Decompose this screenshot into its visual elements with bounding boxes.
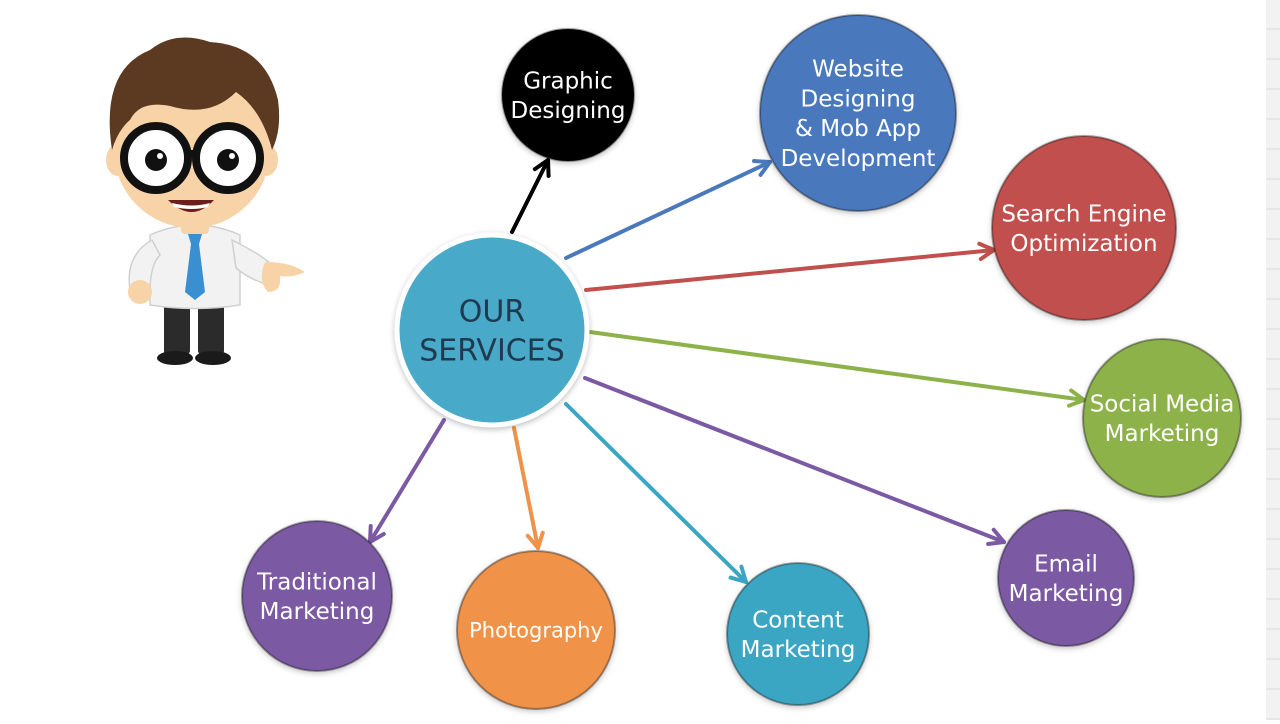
service-label-search-engine-optimization-line-2: Optimization [1010, 231, 1157, 257]
service-label-traditional-marketing-line-2: Marketing [260, 599, 375, 625]
service-circle-social-media-marketing [1082, 338, 1242, 498]
character-tie [185, 234, 205, 300]
service-label-traditional-marketing-line-1: Traditional [256, 569, 377, 595]
arrow-to-photography [512, 426, 540, 550]
right-edge-strip [1266, 0, 1280, 720]
arrow-to-email-marketing [583, 376, 1006, 544]
service-circle-search-engine-optimization [991, 135, 1177, 321]
service-label-social-media-marketing-line-1: Social Media [1090, 391, 1235, 417]
service-label-email-marketing-line-1: Email [1034, 551, 1098, 577]
hub-label-line-2: SERVICES [419, 333, 565, 368]
arrow-to-content-marketing [564, 402, 748, 584]
hub-circle [394, 232, 590, 428]
arrow-to-traditional-marketing [368, 418, 446, 544]
service-label-website-designing-line-4: Development [781, 146, 936, 172]
character-shoes [157, 351, 193, 365]
arrowhead-email-marketing [986, 527, 1006, 547]
glasses-icon [120, 122, 264, 194]
service-circle-photography [456, 550, 616, 710]
arrowhead-website-designing [752, 159, 772, 177]
hub-label-line-1: OUR [459, 294, 525, 329]
service-label-website-designing-line-2: Designing [801, 86, 916, 112]
arrow-to-social-media-marketing [588, 330, 1086, 402]
arrow-to-website-designing [564, 160, 772, 260]
service-label-graphic-designing-line-1: Graphic [523, 68, 613, 94]
service-label-content-marketing-line-1: Content [752, 607, 843, 633]
arrowhead-content-marketing [728, 564, 748, 584]
service-nodes: OURSERVICESGraphicDesigningWebsiteDesign… [241, 14, 1242, 710]
arrowhead-graphic-designing [532, 158, 551, 178]
service-label-website-designing-line-1: Website [812, 56, 904, 82]
service-label-photography-line-1: Photography [469, 619, 603, 643]
service-label-social-media-marketing-line-2: Marketing [1105, 421, 1220, 447]
service-node-photography: Photography [456, 550, 616, 710]
service-circle-content-marketing [726, 562, 870, 706]
service-circle-website-designing [759, 14, 957, 212]
hub-node: OUR SERVICES [394, 232, 590, 428]
service-label-graphic-designing-line-2: Designing [511, 98, 626, 124]
service-label-search-engine-optimization-line-1: Search Engine [1001, 201, 1166, 227]
character-hair [109, 37, 280, 150]
service-circle-traditional-marketing [241, 520, 393, 672]
service-circle-email-marketing [997, 509, 1135, 647]
service-label-website-designing-line-3: & Mob App [795, 116, 921, 142]
service-label-email-marketing-line-2: Marketing [1009, 581, 1124, 607]
arrowhead-photography [525, 530, 545, 550]
arrow-to-search-engine-optimization [584, 248, 996, 292]
service-label-content-marketing-line-2: Marketing [741, 637, 856, 663]
service-circle-graphic-designing [501, 28, 635, 162]
arrowhead-social-media-marketing [1067, 388, 1086, 408]
cartoon-presenter-icon [106, 37, 305, 365]
arrow-layer [368, 158, 1086, 584]
arrow-to-graphic-designing [510, 158, 550, 234]
